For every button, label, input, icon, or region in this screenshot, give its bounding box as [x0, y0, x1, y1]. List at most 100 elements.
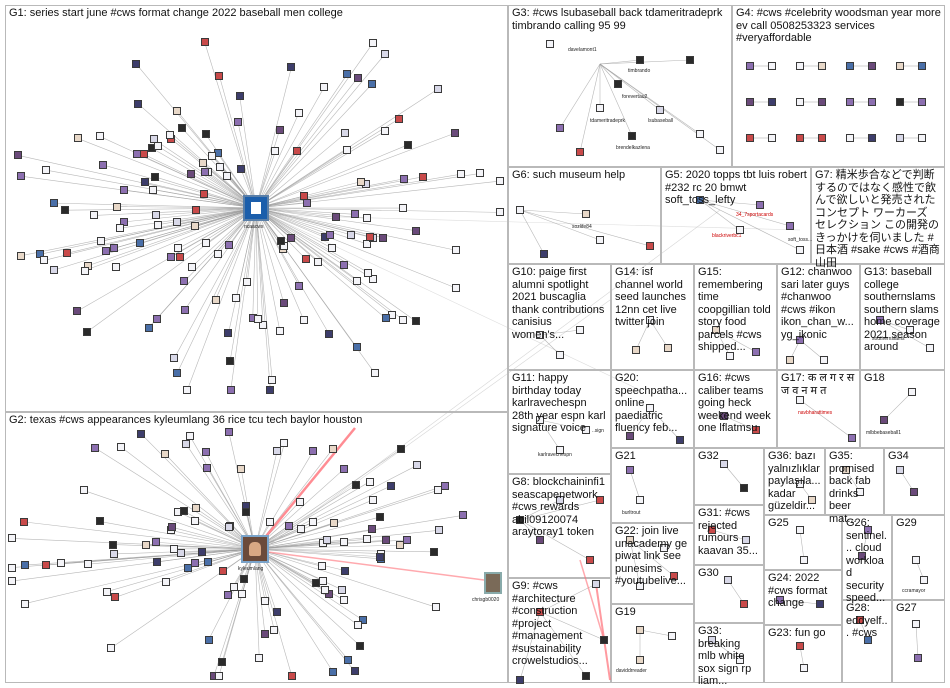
- graph-node[interactable]: [363, 214, 372, 223]
- graph-node[interactable]: [317, 562, 326, 571]
- graph-node[interactable]: [742, 536, 750, 544]
- graph-node[interactable]: [628, 132, 636, 140]
- graph-node[interactable]: [314, 258, 323, 267]
- graph-node[interactable]: [636, 496, 644, 504]
- graph-node[interactable]: [271, 147, 280, 156]
- graph-node[interactable]: [381, 49, 390, 58]
- graph-node[interactable]: [369, 495, 378, 504]
- graph-node[interactable]: [295, 497, 304, 506]
- graph-node[interactable]: [369, 38, 378, 47]
- graph-node[interactable]: [708, 526, 716, 534]
- graph-node[interactable]: [204, 558, 213, 567]
- graph-node[interactable]: [237, 165, 246, 174]
- graph-node[interactable]: [796, 642, 804, 650]
- graph-node[interactable]: [656, 106, 664, 114]
- graph-node[interactable]: [151, 538, 160, 547]
- graph-node[interactable]: [216, 162, 225, 171]
- graph-node[interactable]: [352, 276, 361, 285]
- graph-node[interactable]: [418, 172, 427, 181]
- graph-node[interactable]: [238, 589, 247, 598]
- graph-node[interactable]: [452, 284, 461, 293]
- graph-node[interactable]: [724, 576, 732, 584]
- graph-node[interactable]: [224, 329, 233, 338]
- graph-node[interactable]: [556, 446, 564, 454]
- graph-node[interactable]: [340, 537, 349, 546]
- graph-node[interactable]: [186, 432, 195, 441]
- graph-node[interactable]: [329, 668, 337, 677]
- graph-node[interactable]: [234, 118, 243, 127]
- graph-node[interactable]: [664, 344, 672, 352]
- graph-node[interactable]: [858, 552, 866, 560]
- graph-node[interactable]: [302, 198, 311, 207]
- graph-node[interactable]: [592, 580, 600, 588]
- graph-node[interactable]: [920, 576, 928, 584]
- graph-node[interactable]: [434, 526, 443, 535]
- graph-node[interactable]: [670, 572, 678, 580]
- graph-node[interactable]: [98, 160, 107, 169]
- graph-node[interactable]: [786, 356, 794, 364]
- graph-node[interactable]: [235, 91, 244, 100]
- graph-node[interactable]: [309, 517, 318, 526]
- graph-node[interactable]: [172, 218, 181, 227]
- graph-node[interactable]: [63, 249, 72, 258]
- graph-node[interactable]: [178, 124, 187, 133]
- graph-node[interactable]: [295, 281, 304, 290]
- graph-node[interactable]: [19, 517, 28, 526]
- graph-node[interactable]: [796, 336, 804, 344]
- graph-node[interactable]: [191, 504, 200, 513]
- graph-node[interactable]: [204, 636, 213, 645]
- graph-node[interactable]: [319, 576, 328, 585]
- graph-node[interactable]: [359, 616, 368, 625]
- graph-node[interactable]: [786, 222, 794, 230]
- graph-node[interactable]: [80, 266, 89, 275]
- graph-node[interactable]: [95, 517, 104, 526]
- graph-node[interactable]: [339, 261, 348, 270]
- graph-node[interactable]: [293, 146, 302, 155]
- graph-node[interactable]: [576, 148, 584, 156]
- graph-node[interactable]: [396, 445, 405, 454]
- graph-node[interactable]: [109, 549, 118, 558]
- graph-node[interactable]: [451, 129, 460, 138]
- graph-node[interactable]: [910, 488, 918, 496]
- graph-node[interactable]: [275, 326, 284, 335]
- graph-node[interactable]: [516, 206, 524, 214]
- graph-node[interactable]: [213, 249, 222, 258]
- graph-node[interactable]: [918, 134, 926, 142]
- graph-node[interactable]: [864, 636, 872, 644]
- graph-node[interactable]: [864, 526, 872, 534]
- graph-node[interactable]: [368, 525, 377, 534]
- graph-node[interactable]: [201, 448, 210, 457]
- graph-node[interactable]: [818, 62, 826, 70]
- graph-node[interactable]: [350, 210, 359, 219]
- graph-node[interactable]: [768, 62, 776, 70]
- graph-node[interactable]: [768, 134, 776, 142]
- graph-node[interactable]: [188, 262, 197, 271]
- graph-node[interactable]: [896, 134, 904, 142]
- graph-node[interactable]: [536, 331, 544, 339]
- graph-node[interactable]: [323, 536, 332, 545]
- graph-node[interactable]: [152, 557, 161, 566]
- graph-node[interactable]: [226, 357, 235, 366]
- graph-node[interactable]: [328, 445, 337, 454]
- graph-node[interactable]: [376, 552, 385, 561]
- graph-node[interactable]: [57, 559, 66, 568]
- graph-node[interactable]: [268, 375, 277, 384]
- graph-node[interactable]: [200, 189, 209, 198]
- graph-node[interactable]: [433, 85, 442, 94]
- graph-node[interactable]: [600, 636, 608, 644]
- graph-node[interactable]: [243, 277, 252, 286]
- graph-node[interactable]: [696, 130, 704, 138]
- graph-node[interactable]: [918, 62, 926, 70]
- graph-node[interactable]: [214, 672, 223, 680]
- graph-node[interactable]: [896, 466, 904, 474]
- graph-node[interactable]: [720, 412, 728, 420]
- graph-node[interactable]: [394, 115, 403, 124]
- graph-node[interactable]: [776, 596, 784, 604]
- graph-node[interactable]: [846, 98, 854, 106]
- graph-node[interactable]: [375, 513, 384, 522]
- graph-node[interactable]: [556, 124, 564, 132]
- graph-node[interactable]: [191, 205, 200, 214]
- graph-node[interactable]: [35, 250, 44, 259]
- graph-node[interactable]: [350, 667, 359, 676]
- graph-node[interactable]: [556, 351, 564, 359]
